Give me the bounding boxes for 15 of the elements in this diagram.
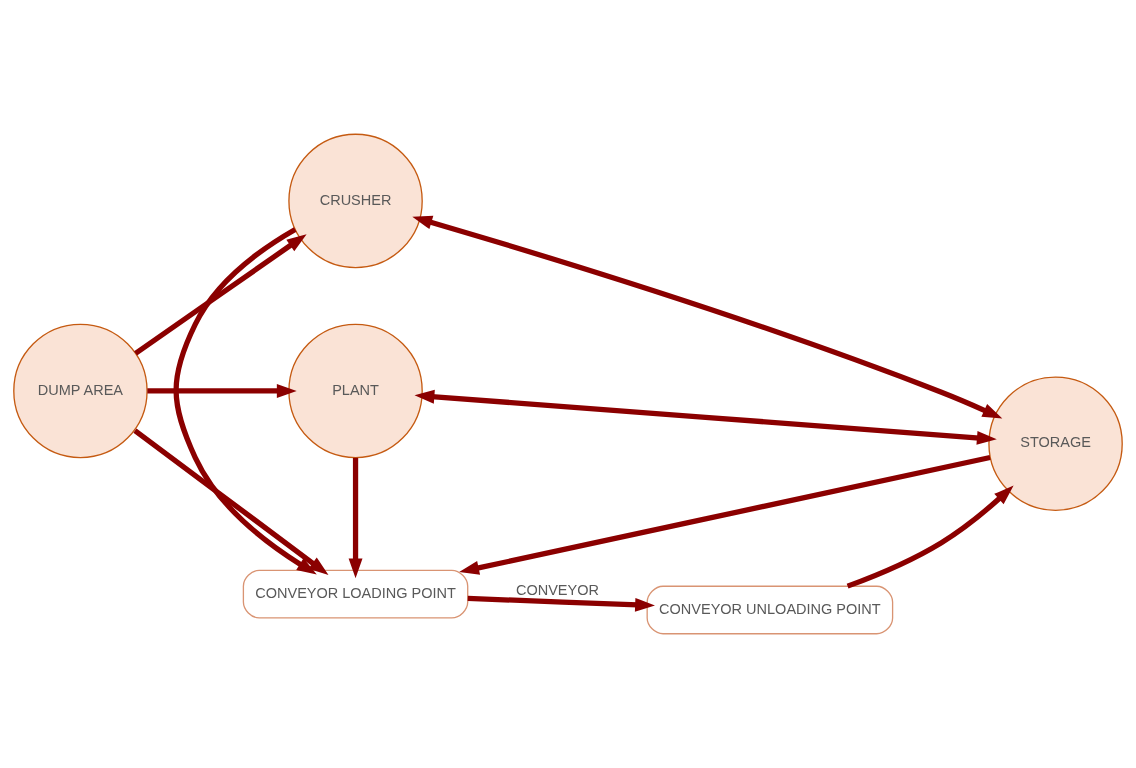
node-circle: STORAGE (988, 376, 1123, 511)
arrow (348, 457, 363, 579)
arrow (133, 428, 329, 575)
node-circle: PLANT (288, 323, 423, 459)
arrow (846, 485, 1014, 589)
edge-label: CONVEYOR (515, 582, 599, 599)
arrow (412, 215, 1003, 419)
arrow (414, 389, 997, 445)
arrow (134, 234, 307, 356)
arrow (173, 227, 317, 575)
node-circle: DUMP AREA (13, 323, 148, 459)
arrow (459, 454, 991, 575)
node-box: CONVEYOR LOADING POINT (242, 569, 469, 619)
arrow (467, 595, 655, 612)
node-box: CONVEYOR UNLOADING POINT (646, 585, 894, 635)
